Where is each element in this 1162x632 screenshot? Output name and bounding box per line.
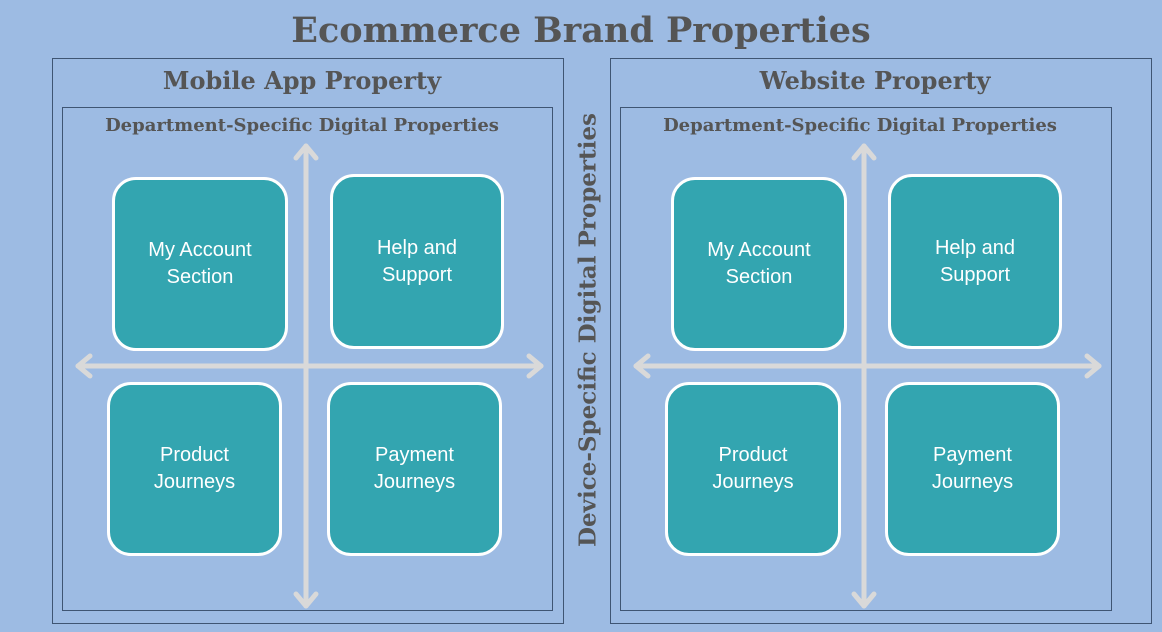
website-card-my-account: My Account Section: [671, 177, 847, 351]
mobile-vertical-arrow: [293, 143, 319, 609]
mobile-card-product-journeys: Product Journeys: [107, 382, 282, 556]
mobile-department-box: [62, 107, 553, 611]
website-property-title: Website Property: [759, 66, 991, 95]
website-card-product-journeys: Product Journeys: [665, 382, 841, 556]
website-department-box: [620, 107, 1112, 611]
mobile-horizontal-arrow: [75, 353, 544, 379]
website-property-box: [610, 58, 1152, 624]
mobile-app-property-box: [52, 58, 564, 624]
website-card-help-support: Help and Support: [888, 174, 1062, 349]
mobile-property-title: Mobile App Property: [162, 66, 442, 95]
mobile-department-subtitle: Department-Specific Digital Properties: [105, 115, 499, 136]
mobile-card-my-account: My Account Section: [112, 177, 288, 351]
website-card-payment-journeys: Payment Journeys: [885, 382, 1060, 556]
mobile-card-payment-journeys: Payment Journeys: [327, 382, 502, 556]
mobile-card-help-support: Help and Support: [330, 174, 504, 349]
website-department-subtitle: Department-Specific Digital Properties: [663, 115, 1057, 136]
website-vertical-arrow: [851, 143, 877, 609]
diagram-title: Ecommerce Brand Properties: [291, 10, 871, 51]
website-horizontal-arrow: [633, 353, 1102, 379]
